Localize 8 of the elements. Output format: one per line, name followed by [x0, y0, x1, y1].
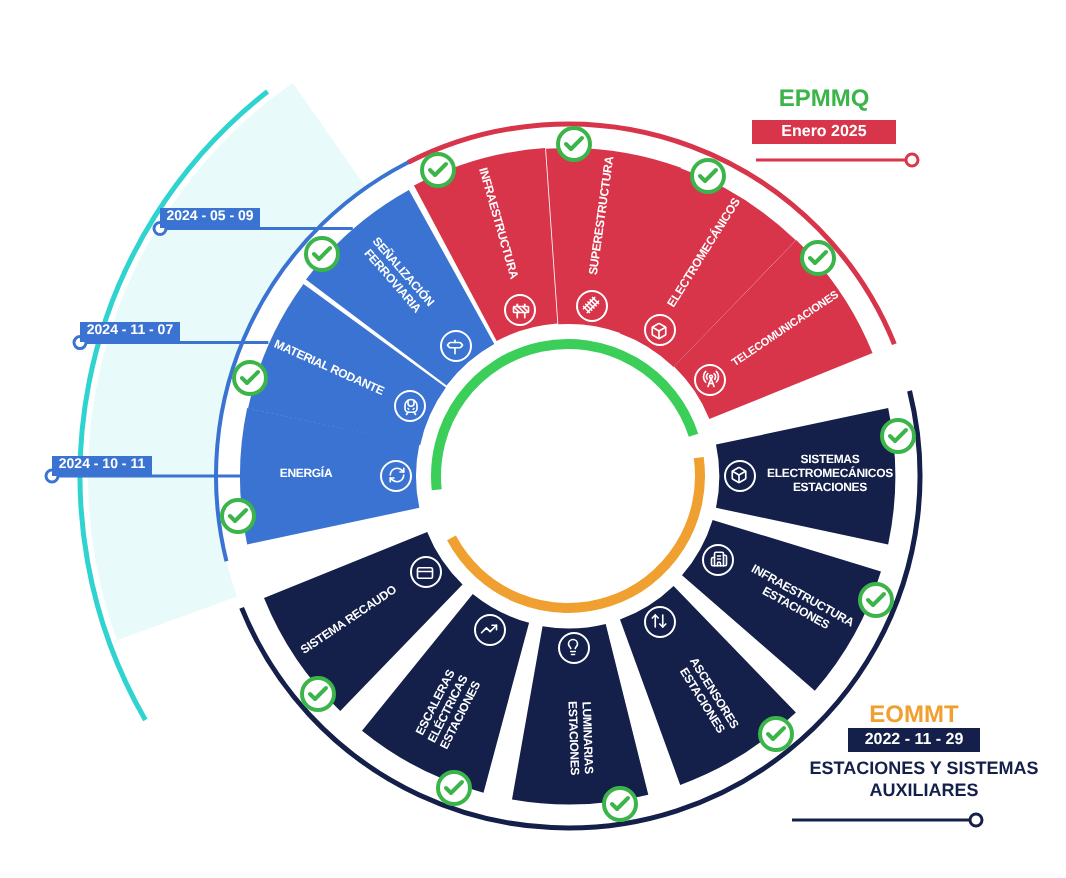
date-badge: 2022 - 11 - 29 — [848, 728, 980, 752]
leader-line — [44, 468, 240, 484]
org-heading: EPMMQ — [776, 82, 872, 116]
leader-line — [152, 220, 353, 236]
section-title: ESTACIONES Y SISTEMAS AUXILIARES — [807, 758, 1041, 803]
date-badge: Enero 2025 — [752, 120, 896, 144]
org-heading: EOMMT — [867, 698, 961, 732]
leader-line — [72, 335, 269, 351]
